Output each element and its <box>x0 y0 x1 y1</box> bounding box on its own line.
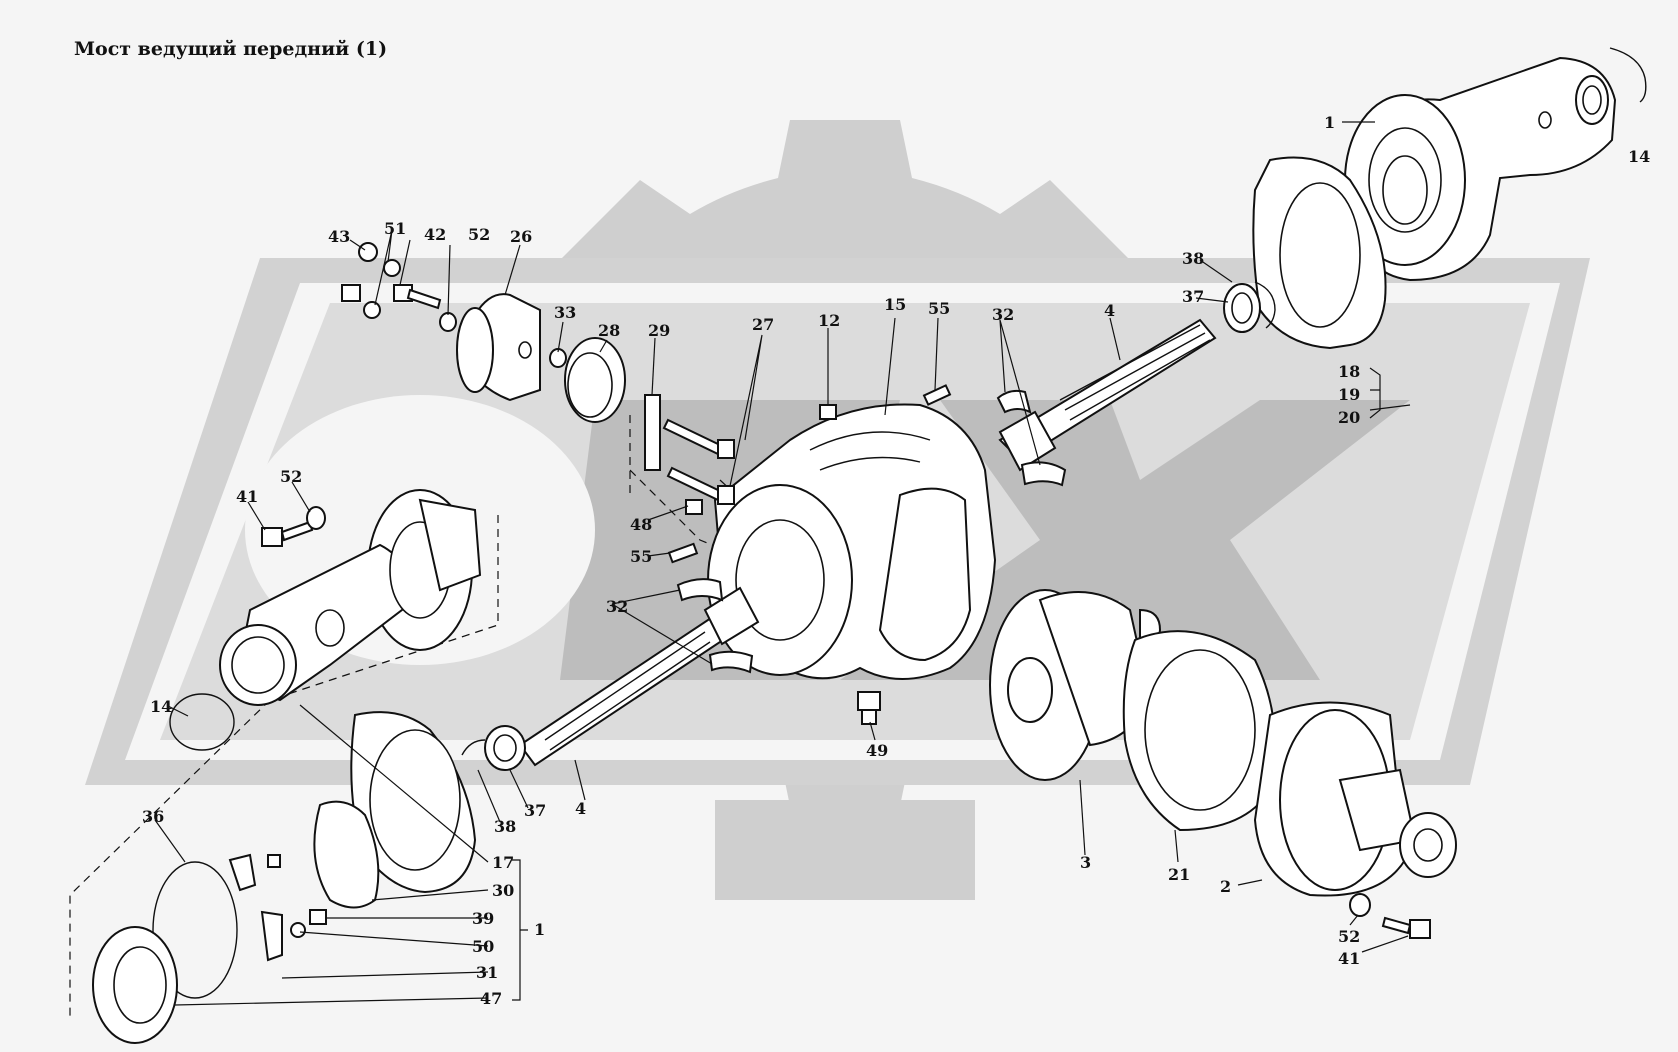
bolt-41-left <box>261 520 314 547</box>
snap-ring-14-left <box>169 693 235 751</box>
ring-36 <box>152 861 238 999</box>
snap-ring-38-left <box>461 739 486 756</box>
gasket-18-20 <box>1252 156 1387 350</box>
snap-ring-38-right <box>1254 281 1276 329</box>
label-55-left: 55 <box>630 547 652 566</box>
axle-housing-right <box>1344 56 1617 282</box>
leader-lines <box>154 121 1411 1006</box>
label-28: 28 <box>598 321 620 340</box>
axle-shaft-right <box>998 318 1217 472</box>
label-3: 3 <box>1080 853 1091 872</box>
label-32-right: 32 <box>992 305 1014 324</box>
label-20: 20 <box>1338 408 1360 427</box>
label-1-top: 1 <box>1324 113 1335 132</box>
label-18: 18 <box>1338 362 1360 381</box>
bearing-half-32-left-bottom <box>708 650 754 674</box>
pin-55-left <box>667 542 699 564</box>
label-55-top: 55 <box>928 299 950 318</box>
label-51: 51 <box>384 219 406 238</box>
bearing-47 <box>92 926 178 1044</box>
label-12: 12 <box>818 311 840 330</box>
label-47: 47 <box>480 989 502 1008</box>
label-29: 29 <box>648 321 670 340</box>
label-15: 15 <box>884 295 906 314</box>
bolts-39-50 <box>267 854 327 938</box>
label-52-top: 52 <box>468 225 490 244</box>
plug-12 <box>819 404 837 420</box>
cap-26 <box>456 293 541 402</box>
label-49: 49 <box>866 741 888 760</box>
label-48: 48 <box>630 515 652 534</box>
label-14-left: 14 <box>150 697 172 716</box>
label-52-right: 52 <box>1338 927 1360 946</box>
plug-49 <box>857 691 881 725</box>
label-41-left: 41 <box>236 487 258 506</box>
label-50: 50 <box>472 937 494 956</box>
ring-28 <box>564 337 626 423</box>
label-30: 30 <box>492 881 514 900</box>
label-14-right: 14 <box>1628 147 1650 166</box>
washer-52-right <box>1349 893 1371 917</box>
label-37-right: 37 <box>1182 287 1204 306</box>
bracket-31 <box>228 853 257 892</box>
label-27: 27 <box>752 315 774 334</box>
differential-housing <box>707 403 997 680</box>
fasteners-top-left <box>341 242 457 332</box>
bearing-half-32-right-bottom <box>1020 461 1067 487</box>
snap-ring-14-right <box>1609 47 1647 103</box>
label-2: 2 <box>1220 877 1231 896</box>
axle-shaft-left <box>518 586 760 767</box>
axle-housing-left <box>219 489 482 706</box>
label-17: 17 <box>492 853 514 872</box>
label-31: 31 <box>476 963 498 982</box>
bearing-half-32-left-top <box>676 578 724 602</box>
label-19: 19 <box>1338 385 1360 404</box>
label-38-right: 38 <box>1182 249 1204 268</box>
page-title: Мост ведущий передний (1) <box>74 38 388 60</box>
part-labels: 1 14 38 37 18 19 20 4 32 55 15 12 27 29 … <box>142 113 1650 1008</box>
label-32-left: 32 <box>606 597 628 616</box>
label-36: 36 <box>142 807 164 826</box>
label-37-left: 37 <box>524 801 546 820</box>
pin-55-top <box>922 384 952 406</box>
bolt-41-right <box>1381 916 1431 939</box>
washer-52-left <box>306 506 326 530</box>
label-4-right: 4 <box>1104 301 1115 320</box>
bolts-27 <box>662 418 735 505</box>
label-33: 33 <box>554 303 576 322</box>
label-41-right: 41 <box>1338 949 1360 968</box>
label-42: 42 <box>424 225 446 244</box>
label-43: 43 <box>328 227 350 246</box>
lock-plate-29 <box>644 394 661 471</box>
label-4-left: 4 <box>575 799 586 818</box>
label-52-left: 52 <box>280 467 302 486</box>
nut-48 <box>685 499 703 515</box>
label-26: 26 <box>510 227 532 246</box>
label-21: 21 <box>1168 865 1190 884</box>
final-drive-2 <box>1253 701 1457 897</box>
label-39: 39 <box>472 909 494 928</box>
label-38-left: 38 <box>494 817 516 836</box>
label-1-bottom: 1 <box>534 920 545 939</box>
bearing-half-32-right-top <box>996 389 1032 414</box>
